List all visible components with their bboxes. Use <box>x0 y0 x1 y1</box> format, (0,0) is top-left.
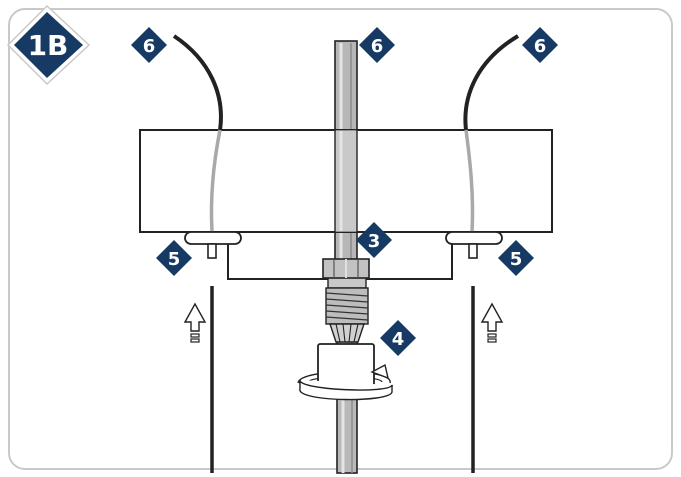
callout-fitting-left: 5 <box>156 240 192 276</box>
callout-number: 5 <box>168 249 181 270</box>
callout-hose-right: 6 <box>522 27 558 63</box>
callout-fitting-right: 5 <box>498 240 534 276</box>
diamond-badge-icon <box>131 27 167 63</box>
diamond-badge-icon <box>498 240 534 276</box>
callout-number: 4 <box>392 329 405 350</box>
callout-number: 3 <box>368 231 381 252</box>
diamond-badge-icon <box>14 12 83 78</box>
rotate-arrow-icon <box>299 363 393 401</box>
push-up-arrow-icon <box>183 302 207 343</box>
coupling-sleeve <box>317 343 375 388</box>
callout-number: 5 <box>510 249 523 270</box>
callout-hose-left: 6 <box>131 27 167 63</box>
diamond-badge-icon <box>380 320 416 356</box>
push-up-arrow-icon <box>480 302 504 343</box>
fitting-left <box>184 231 242 473</box>
threaded-connector <box>325 275 369 343</box>
fitting-right <box>445 231 503 473</box>
hose-left <box>172 34 223 233</box>
callout-number: 6 <box>371 36 384 57</box>
callout-nut: 3 <box>356 222 392 258</box>
diamond-badge-icon <box>156 240 192 276</box>
hex-nut <box>322 258 370 279</box>
step-badge: 1B <box>6 4 91 86</box>
callout-number: 6 <box>143 36 156 57</box>
diamond-badge-icon <box>522 27 558 63</box>
diamond-badge-icon <box>356 222 392 258</box>
diamond-badge-icon <box>359 27 395 63</box>
hose-right <box>463 34 520 233</box>
callout-center-rod: 6 <box>359 27 395 63</box>
step-label: 1B <box>28 29 69 62</box>
center-rod-through-panel <box>334 130 358 232</box>
callout-coupling: 4 <box>380 320 416 356</box>
callout-number: 6 <box>534 36 547 57</box>
